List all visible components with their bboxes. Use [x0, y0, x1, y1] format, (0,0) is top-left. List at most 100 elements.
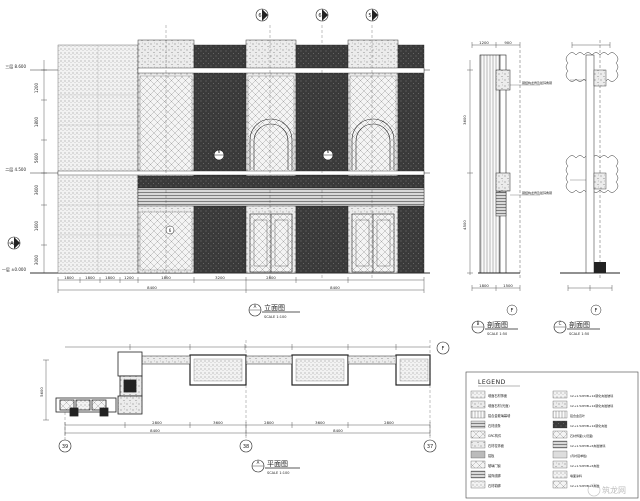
svg-text:墙面石材(光面): 墙面石材(光面) — [488, 403, 510, 408]
plan-axis-f: F — [436, 341, 450, 355]
svg-text:1800: 1800 — [161, 275, 171, 280]
section-marker-a-letter: A — [10, 241, 14, 247]
level-mark-1: 一层 ±0.000 — [2, 266, 27, 272]
svg-text:F: F — [442, 346, 445, 352]
svg-text:2800: 2800 — [152, 420, 162, 425]
svg-text:1800: 1800 — [479, 283, 489, 288]
svg-text:6: 6 — [318, 13, 321, 19]
elevation-title: A 立面图 SCALE 1:100 — [248, 303, 300, 319]
vdim-2: 1800 — [34, 116, 39, 127]
watermark-text: 筑龙网 — [602, 485, 626, 495]
callout-top-3: 5 — [365, 8, 379, 22]
legend-labels-left: 墙面石材饰面 墙面石材(光面) 铝合金玻璃幕墙 石材线条 GRC构件 石材柱饰面… — [488, 393, 511, 488]
section-scale: SCALE 1:50 — [487, 332, 507, 336]
section-note-1: 钢结构龙骨及镀锌角钢 — [522, 80, 552, 85]
svg-text:1800: 1800 — [64, 275, 74, 280]
svg-text:1200: 1200 — [124, 275, 134, 280]
svg-text:12+1.52PVB+12钢化夹胶玻璃: 12+1.52PVB+12钢化夹胶玻璃 — [570, 393, 613, 398]
dark-panel-3 — [397, 44, 425, 274]
svg-text:A: A — [254, 304, 257, 309]
svg-text:1500: 1500 — [503, 283, 513, 288]
svg-text:C: C — [559, 321, 562, 326]
elevation-title-text: 立面图 — [264, 303, 285, 312]
svg-text:3600: 3600 — [462, 115, 467, 125]
bottom-dimensions — [57, 277, 425, 293]
elevation-view: 三层 8.600 二层 4.500 一层 ±0.000 1200 1800 56… — [2, 8, 430, 319]
svg-text:铝板: 铝板 — [488, 453, 495, 458]
vdim-3: 5600 — [34, 152, 39, 163]
callout-top-1: 6 — [255, 8, 269, 22]
svg-text:玻璃门窗: 玻璃门窗 — [488, 463, 501, 468]
svg-text:2800: 2800 — [266, 275, 276, 280]
callout-mid-1: 6 — [213, 149, 225, 161]
callout-mid-2: 6 — [322, 149, 334, 161]
plan-title-text: 平面图 — [267, 460, 288, 468]
svg-text:5: 5 — [368, 13, 371, 19]
svg-text:6: 6 — [169, 228, 172, 233]
elevation-scale: SCALE 1:100 — [264, 315, 286, 319]
svg-text:1800: 1800 — [85, 275, 95, 280]
svg-text:38: 38 — [243, 444, 249, 450]
svg-text:B: B — [477, 321, 480, 326]
detail-scale: SCALE 1:50 — [569, 332, 589, 336]
elevation-total-dim: 8400 — [147, 285, 157, 290]
svg-text:12+1.52PVB+6夹胶: 12+1.52PVB+6夹胶 — [570, 483, 599, 488]
door-1 — [249, 213, 293, 273]
left-dimensions — [41, 60, 47, 274]
svg-text:石材勒脚: 石材勒脚 — [488, 483, 501, 488]
svg-text:12+1.52PVB+6夹胶: 12+1.52PVB+6夹胶 — [570, 463, 599, 468]
stone-joints — [58, 45, 138, 273]
svg-text:6: 6 — [258, 13, 261, 19]
svg-text:装饰线脚: 装饰线脚 — [488, 473, 501, 478]
svg-text:铝合金玻璃幕墙: 铝合金玻璃幕墙 — [488, 413, 511, 418]
svg-text:F: F — [595, 308, 598, 314]
plan-axis-37: 37 — [423, 340, 437, 453]
plan-corner-structure — [55, 351, 143, 417]
svg-text:2800: 2800 — [384, 420, 394, 425]
plan-axis-38: 38 — [239, 340, 253, 453]
section-title-text: 剖面图 — [487, 320, 508, 329]
svg-text:12+1.52PVB+12钢化夹胶: 12+1.52PVB+12钢化夹胶 — [570, 423, 607, 428]
plan-view: F — [39, 340, 450, 475]
vdim-5: 1600 — [34, 220, 39, 231]
svg-text:2800: 2800 — [264, 420, 274, 425]
watermark: 筑龙网 — [587, 483, 626, 497]
svg-text:3200: 3200 — [215, 275, 225, 280]
svg-text:12+1.52PVB+12钢化夹胶玻璃: 12+1.52PVB+12钢化夹胶玻璃 — [570, 403, 613, 408]
svg-text:3600: 3600 — [315, 420, 325, 425]
svg-text:1200: 1200 — [479, 40, 489, 45]
svg-text:石材线条: 石材线条 — [488, 423, 502, 428]
callout-top-2: 6 — [315, 8, 329, 22]
svg-text:8400: 8400 — [333, 428, 343, 433]
svg-text:石材柱饰面: 石材柱饰面 — [488, 443, 504, 448]
svg-text:12+1.52PVB+6夹胶玻璃: 12+1.52PVB+6夹胶玻璃 — [570, 443, 605, 448]
section-view: 1200 900 3600 4500 钢结构龙骨及镀锌角钢 钢结构龙骨及镀锌角钢 — [462, 40, 552, 336]
section-note-2: 钢结构龙骨及镀锌角钢 — [522, 190, 552, 195]
plan-scale: SCALE 1:100 — [267, 471, 289, 475]
level-mark-3: 三层 8.600 — [5, 63, 26, 69]
section-marker-a: A — [7, 236, 21, 250]
svg-text:F: F — [511, 308, 514, 314]
svg-text:A: A — [257, 460, 260, 465]
legend-swatches-left — [470, 390, 486, 489]
arch-2 — [351, 118, 395, 170]
svg-text:墙面涂料: 墙面涂料 — [570, 473, 582, 478]
callout-low-1: 6 — [165, 225, 175, 235]
svg-text:(背衬铝单板): (背衬铝单板) — [570, 453, 587, 458]
vdim-6: 3000 — [34, 254, 39, 265]
svg-text:GRC构件: GRC构件 — [488, 433, 502, 438]
detail-axis-f: F — [590, 304, 602, 316]
vdim-1: 1200 — [34, 82, 39, 93]
arch-1 — [249, 118, 293, 170]
legend-title: LEGEND — [478, 379, 506, 386]
svg-text:900: 900 — [504, 40, 512, 45]
svg-text:8400: 8400 — [150, 428, 160, 433]
detail-title: C 剖面图 SCALE 1:50 — [553, 320, 600, 336]
plan-side-dim: 5600 — [39, 387, 44, 397]
svg-text:6: 6 — [218, 149, 221, 154]
dark-panel-2 — [295, 44, 349, 274]
axis-lines — [165, 25, 373, 280]
legend-labels-right: 12+1.52PVB+12钢化夹胶玻璃 12+1.52PVB+12钢化夹胶玻璃 … — [570, 393, 613, 488]
cornice-bands — [57, 67, 425, 207]
